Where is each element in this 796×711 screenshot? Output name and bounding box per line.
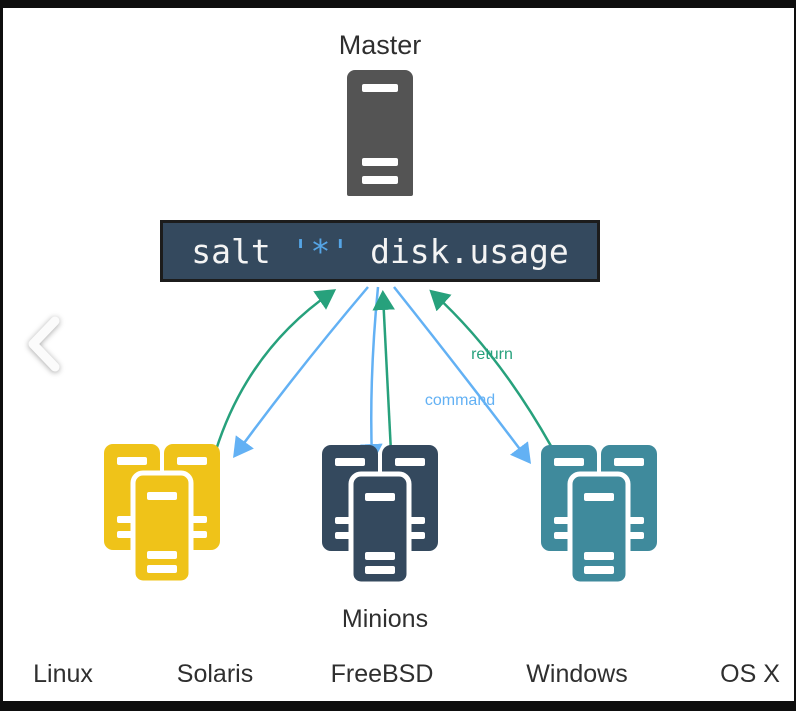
minion-group-middle [320, 441, 440, 586]
return-arrow-left [214, 289, 337, 451]
frame-left [0, 0, 3, 711]
minion-group-left [102, 440, 222, 585]
os-label-solaris: Solaris [176, 660, 254, 688]
os-label-windows: Windows [526, 660, 628, 688]
command-prefix: salt [191, 231, 291, 271]
previous-slide-button[interactable] [22, 314, 66, 374]
command-target: '*' [290, 231, 351, 271]
master-server-icon [347, 70, 413, 196]
minion-group-right [539, 441, 659, 586]
os-label-freebsd: FreeBSD [330, 660, 434, 688]
command-function: disk.usage [350, 231, 569, 271]
chevron-left-icon [28, 316, 60, 372]
os-label-osx: OS X [720, 660, 780, 688]
command-arrow-middle [360, 286, 383, 464]
os-label-linux: Linux [33, 660, 93, 688]
return-arrow-label: return [471, 346, 513, 363]
frame-top [0, 0, 796, 8]
salt-command-bar: salt '*' disk.usage [160, 220, 600, 282]
frame-right [794, 0, 796, 711]
command-arrow-left [233, 286, 369, 459]
master-label: Master [338, 30, 422, 60]
minions-label: Minions [341, 605, 429, 633]
frame-bottom [0, 701, 796, 711]
command-arrow-right [393, 286, 532, 464]
command-arrow-label: command [424, 392, 496, 409]
return-arrow-right [429, 289, 553, 447]
